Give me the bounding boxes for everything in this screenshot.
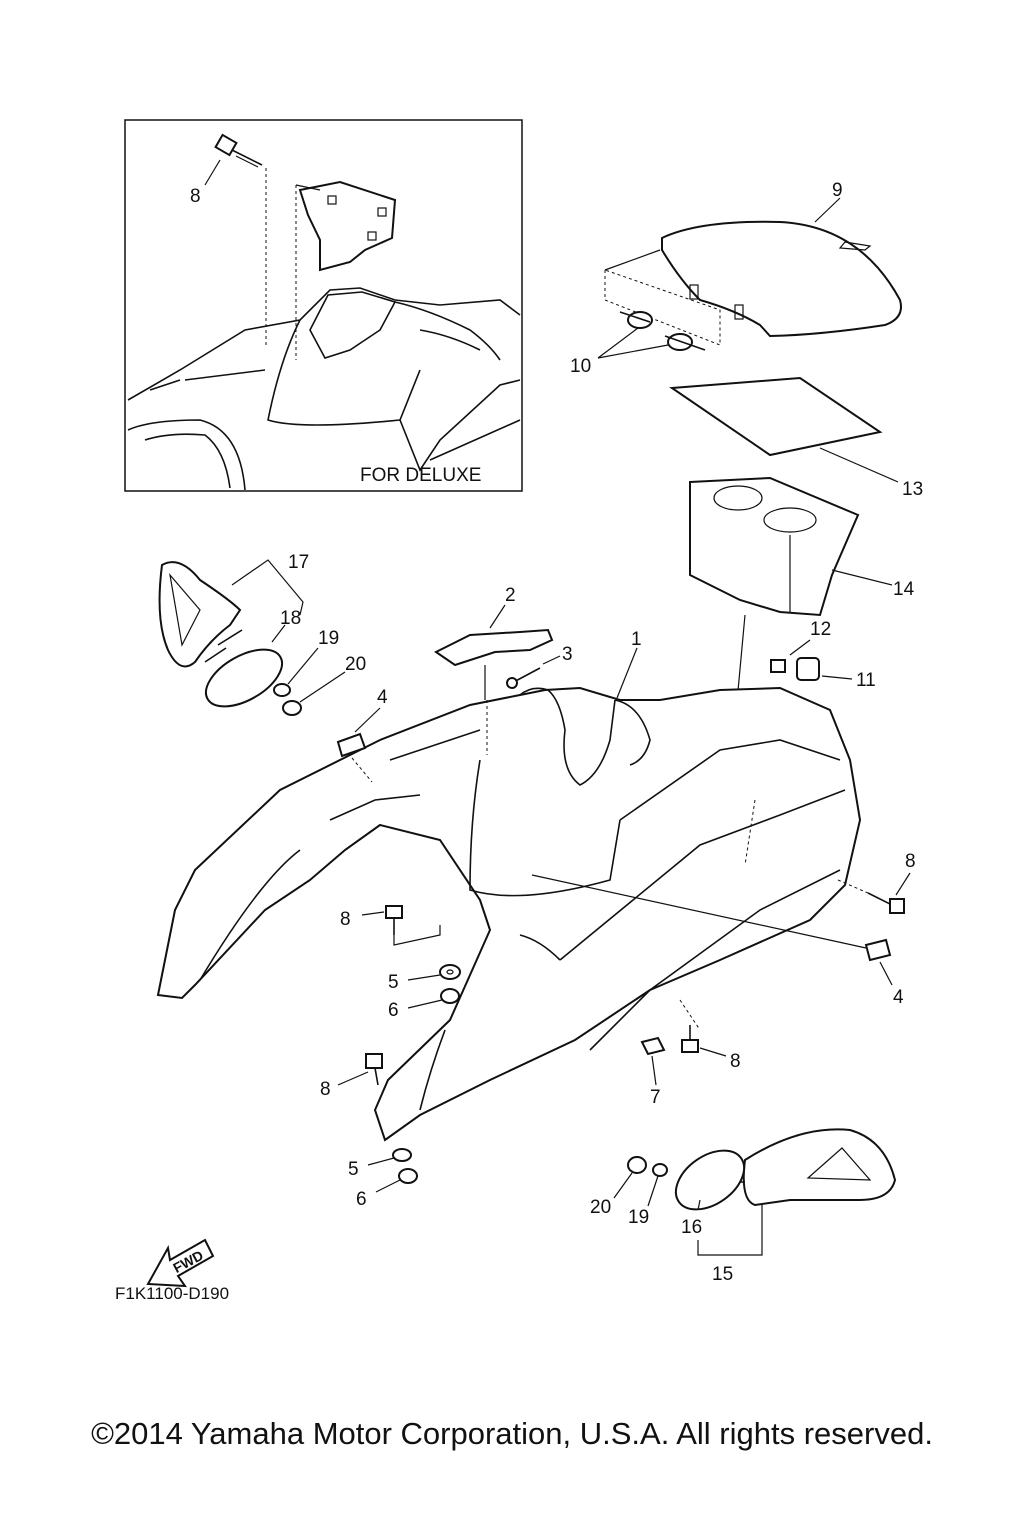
callout-18: 18 (280, 608, 301, 629)
bolt-icon: 8 (681, 1025, 741, 1072)
clip-icon: 4 (336, 687, 388, 783)
callout-2: 2 (505, 585, 516, 606)
seat-mat: 13 (669, 376, 923, 500)
nut-icon: 20 (590, 1156, 647, 1218)
callout-7: 7 (650, 1087, 661, 1108)
callout-8-inset: 8 (190, 186, 201, 207)
bumper-right (720, 1128, 897, 1207)
gasket-right: 16 (674, 1149, 746, 1238)
nut-icon: 6 (356, 1168, 418, 1210)
callout-20-right: 20 (590, 1197, 611, 1218)
copyright-notice: ©2014 Yamaha Motor Corporation, U.S.A. A… (91, 1416, 933, 1451)
callout-6-mid: 6 (388, 1000, 399, 1021)
callout-5-lower: 5 (348, 1159, 359, 1180)
callout-19-right: 19 (628, 1207, 649, 1228)
washer-icon: 19 (628, 1163, 668, 1228)
callout-8-right: 8 (905, 851, 916, 872)
callout-11: 11 (856, 670, 876, 691)
callout-12: 12 (810, 619, 831, 640)
nut-icon: 6 (388, 988, 460, 1021)
nut-icon: 20 (282, 654, 366, 716)
callout-1: 1 (631, 629, 642, 650)
clip-icon: 4 (531, 874, 904, 1008)
washer-icon: 19 (273, 628, 339, 697)
bumper-left: 17 (158, 552, 309, 668)
callout-10: 10 (570, 356, 591, 377)
fwd-arrow-icon: FWD (146, 1238, 215, 1288)
callout-14: 14 (893, 579, 915, 600)
bolt-icon: 8 (340, 905, 441, 946)
gasket-left: 18 (205, 608, 301, 708)
washer-icon: 5 (348, 1148, 412, 1180)
latch: 11 12 (770, 619, 876, 691)
washer-icon: 5 (388, 964, 461, 993)
callout-4-right: 4 (893, 987, 904, 1008)
callout-19-left: 19 (318, 628, 339, 649)
callout-13: 13 (902, 479, 923, 500)
deluxe-inset: 8 FOR DELUXE (124, 119, 523, 492)
callout-8-mid: 8 (340, 909, 351, 930)
callout-6-lower: 6 (356, 1189, 367, 1210)
inset-caption: FOR DELUXE (360, 465, 481, 486)
callout-17: 17 (288, 552, 309, 573)
bolt-icon: 8 (320, 1053, 383, 1100)
callout-5-mid: 5 (388, 972, 399, 993)
callout-3: 3 (562, 644, 573, 665)
callout-15: 15 (712, 1264, 733, 1285)
callout-8-lower-right: 8 (730, 1051, 741, 1072)
bolt-icon (214, 133, 263, 168)
seat-cowl: 1 (156, 629, 862, 1142)
seat-lid: 9 (661, 180, 902, 338)
pin-icon: 3 (506, 644, 573, 689)
diagram-code: F1K1100-D190 (115, 1284, 229, 1303)
callout-16: 16 (681, 1217, 702, 1238)
clip-icon: 7 (640, 1036, 666, 1108)
callout-8-lower-left: 8 (320, 1079, 331, 1100)
grab-handle: 2 (434, 585, 554, 700)
storage-bin: 14 (689, 476, 915, 746)
hinge-pins: 10 (570, 249, 721, 377)
callout-9: 9 (832, 180, 843, 201)
callout-20-left: 20 (345, 654, 366, 675)
callout-4-top: 4 (377, 687, 388, 708)
bolt-icon: 8 (837, 851, 916, 914)
